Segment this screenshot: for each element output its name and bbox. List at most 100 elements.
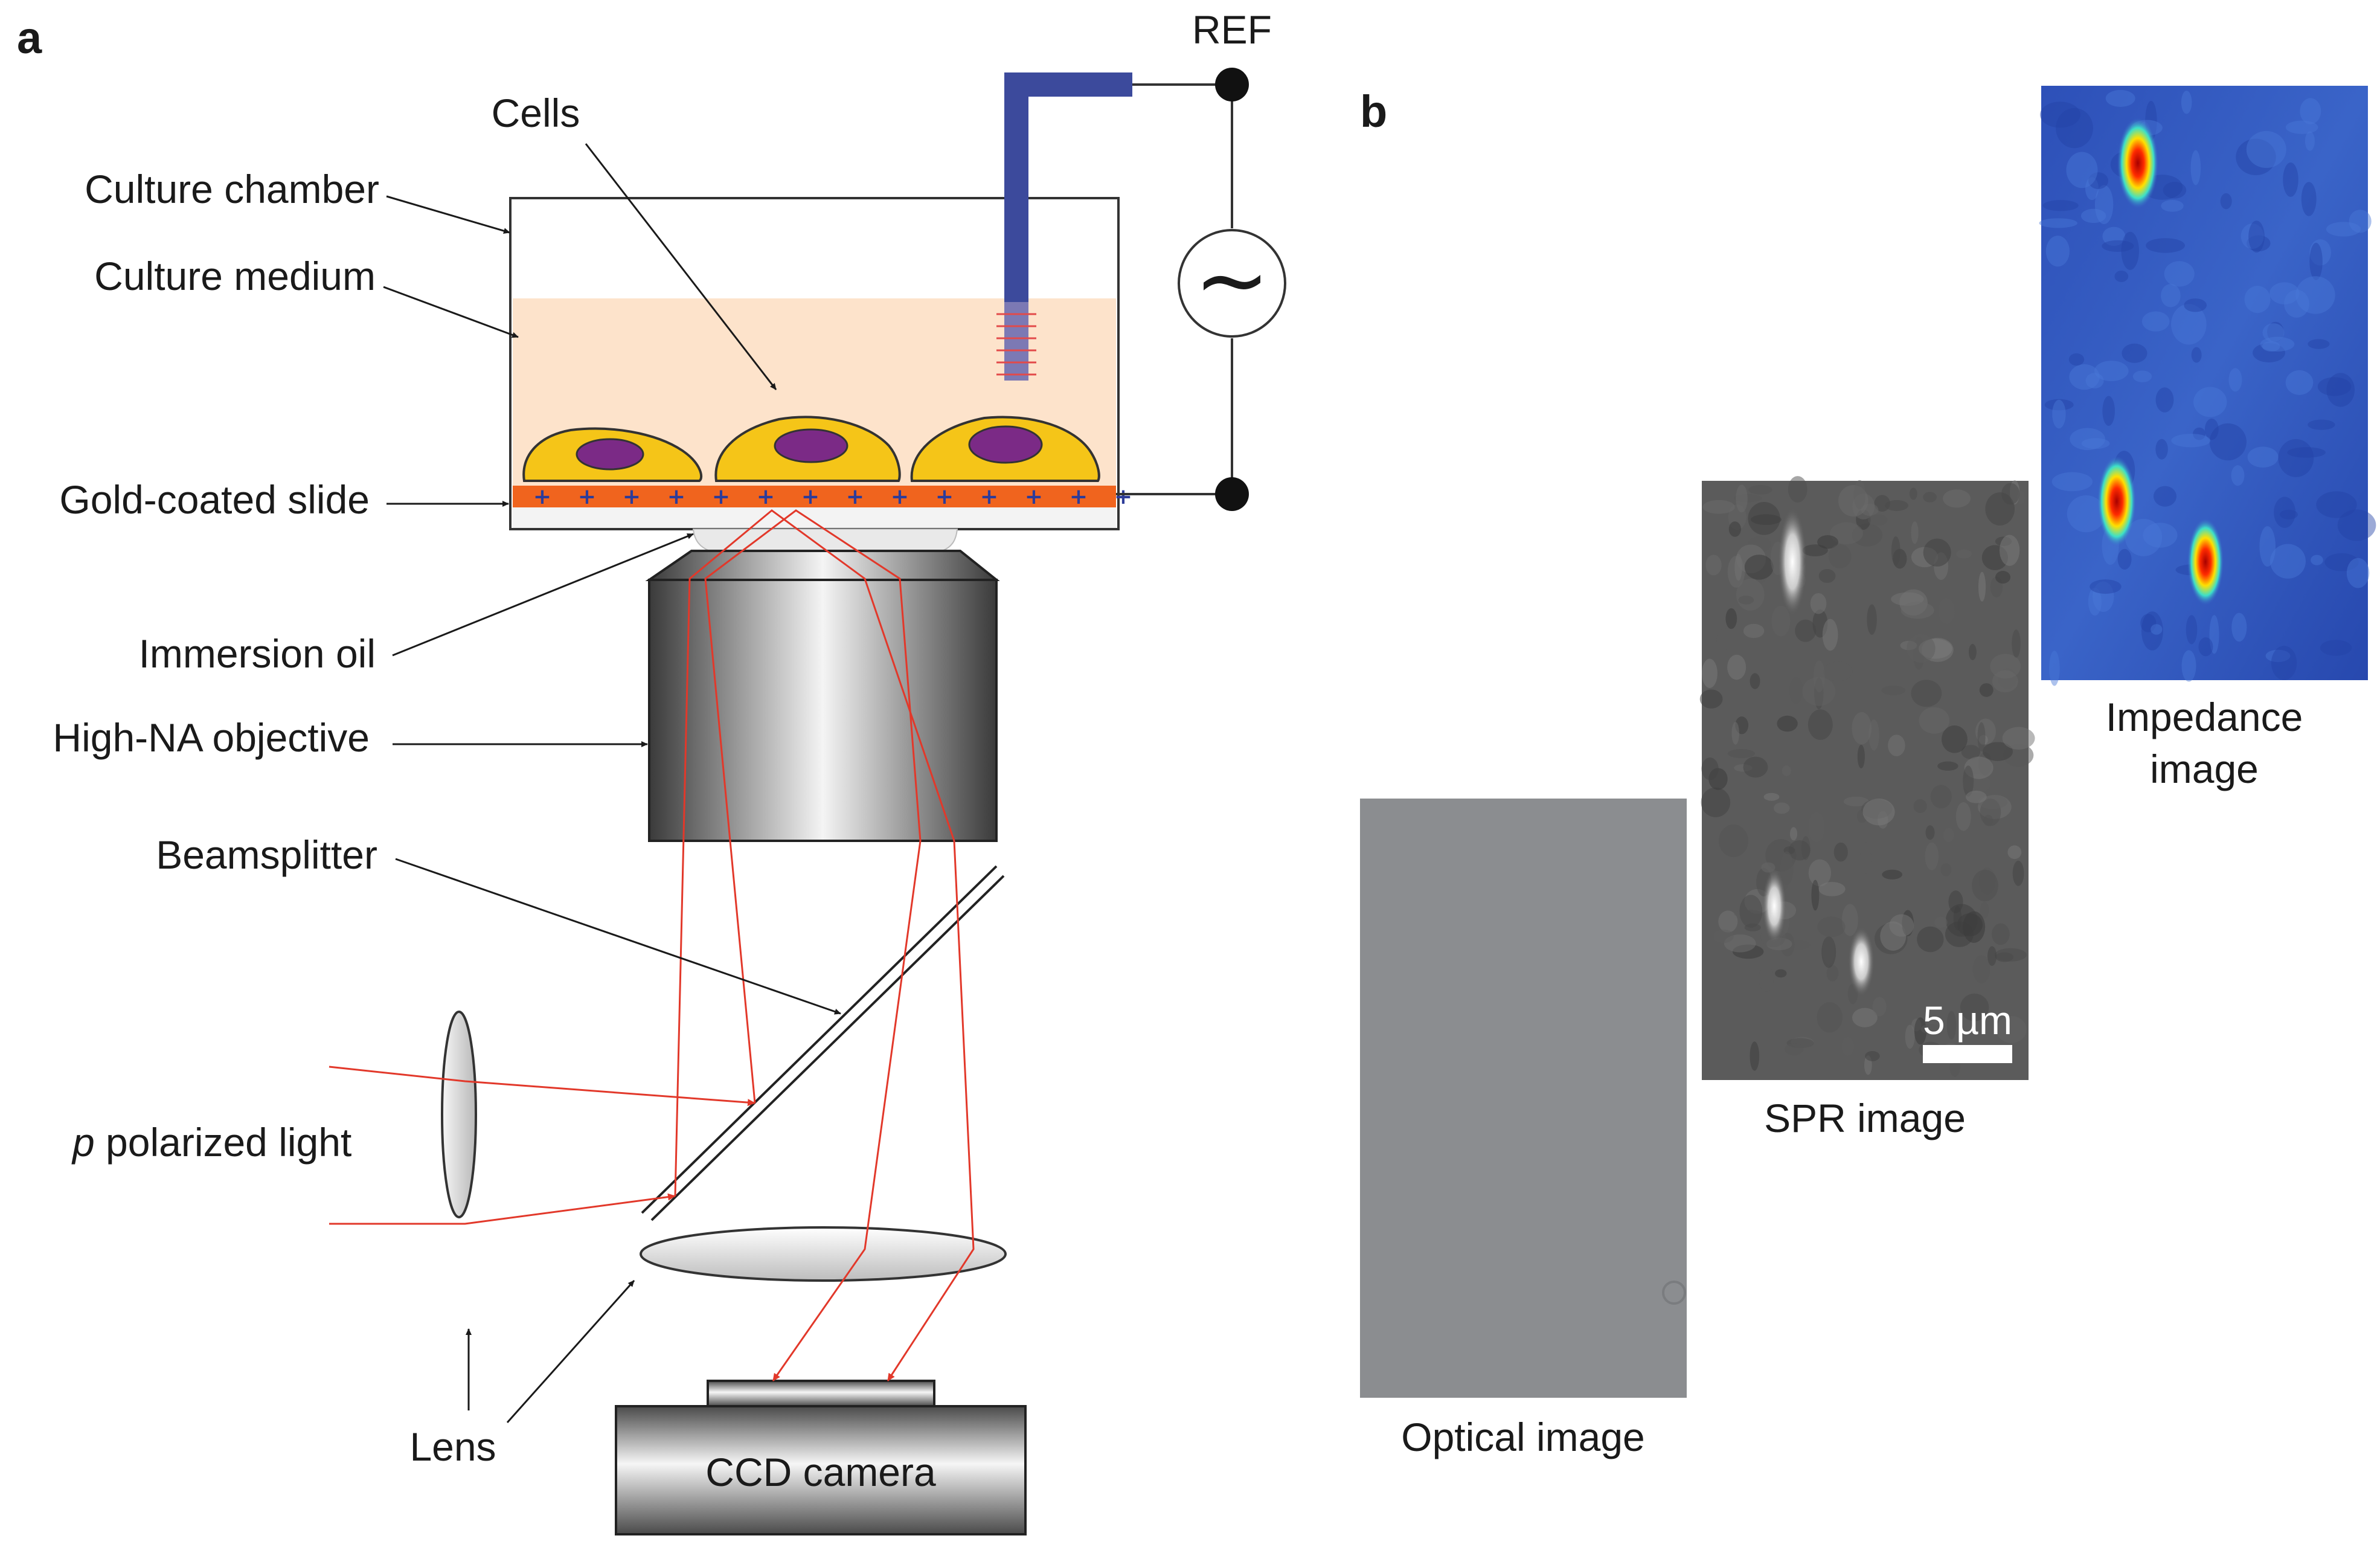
- spr-texture: [1808, 812, 1825, 843]
- spr-texture: [1992, 670, 2018, 693]
- spr-texture: [1938, 598, 1955, 624]
- impedance-texture: [2117, 548, 2132, 570]
- spr-texture: [1888, 735, 1905, 757]
- impedance-texture: [2122, 343, 2147, 363]
- spr-texture: [1802, 544, 1828, 556]
- impedance-texture: [2066, 152, 2098, 188]
- impedance-texture: [2287, 447, 2326, 458]
- impedance-texture: [2161, 200, 2184, 212]
- impedance-texture: [2164, 261, 2195, 287]
- immersion-oil-pointer: [392, 533, 694, 657]
- light-beams: [329, 509, 975, 1381]
- cells-pointer: [585, 143, 777, 390]
- spr-texture: [1905, 1024, 1915, 1049]
- spr-texture: [1833, 842, 1848, 862]
- spr-texture: [1882, 869, 1902, 879]
- plus-charge: +: [980, 484, 998, 509]
- spr-texture: [1979, 683, 1993, 697]
- impedance-texture: [2085, 373, 2104, 389]
- spr-texture: [1743, 623, 1765, 638]
- impedance-texture: [2260, 336, 2295, 352]
- impedance-texture: [2300, 98, 2321, 124]
- spr-texture: [1937, 761, 1958, 771]
- spr-texture: [1925, 842, 1939, 870]
- impedance-texture: [2246, 130, 2286, 169]
- cell-nucleus: [576, 438, 644, 471]
- impedance-texture: [2102, 396, 2115, 426]
- impedance-texture: [2228, 368, 2242, 392]
- spr-cell-spot: [1778, 507, 1807, 616]
- spr-texture: [1852, 712, 1872, 745]
- surface-charges: ++++++++++++++: [533, 484, 1132, 509]
- spr-texture: [1782, 765, 1791, 776]
- spr-texture: [1802, 677, 1836, 706]
- impedance-hotspot: [2117, 118, 2158, 208]
- glass-slide: [513, 507, 1116, 528]
- impedance-texture: [2045, 236, 2070, 267]
- spr-texture: [1865, 1050, 1880, 1061]
- ccd-camera-label: CCD camera: [705, 1450, 936, 1494]
- impedance-texture: [2259, 526, 2276, 567]
- impedance-texture: [2141, 611, 2163, 651]
- spr-texture: [1972, 869, 1998, 902]
- impedance-texture: [2309, 239, 2332, 266]
- lens-label: Lens: [409, 1424, 496, 1469]
- impedance-texture: [2285, 120, 2318, 134]
- plus-charge: +: [623, 484, 641, 509]
- impedance-texture: [2274, 497, 2296, 528]
- impedance-texture: [2244, 286, 2271, 313]
- impedance-texture: [2161, 284, 2181, 307]
- impedance-texture: [2209, 423, 2247, 461]
- spr-texture: [1748, 484, 1772, 495]
- spr-texture: [1828, 544, 1852, 569]
- plus-charge: +: [533, 484, 551, 509]
- spr-texture: [1987, 946, 1997, 966]
- reference-electrode: [996, 72, 1132, 381]
- impedance-texture: [2204, 418, 2219, 440]
- spr-texture: [1826, 965, 1839, 982]
- ref-terminal: [1215, 68, 1249, 101]
- immersion-oil: [692, 529, 958, 551]
- spr-texture: [1716, 628, 1737, 650]
- vertical-lens: [441, 1011, 477, 1218]
- spr-texture: [1788, 840, 1811, 861]
- slide-terminal: [1215, 477, 1249, 511]
- spr-texture: [1953, 905, 1962, 930]
- cells: [522, 416, 1100, 482]
- spr-texture: [1728, 521, 1741, 537]
- beamsplitter: [641, 865, 1005, 1221]
- spr-texture: [1911, 521, 1919, 544]
- impedance-texture: [2311, 555, 2323, 565]
- spr-texture: [1795, 619, 1817, 642]
- impedance-texture: [2190, 150, 2201, 185]
- impedance-texture: [2308, 419, 2335, 430]
- spr-texture: [1817, 1002, 1843, 1033]
- impedance-texture: [2253, 343, 2286, 363]
- spr-texture: [1992, 923, 2010, 945]
- impedance-texture: [2141, 311, 2170, 332]
- impedance-texture: [2039, 101, 2080, 128]
- impedance-texture: [2143, 522, 2178, 548]
- spr-texture: [1972, 955, 1990, 983]
- spr-texture: [2007, 845, 2022, 860]
- spr-texture: [1736, 484, 1748, 513]
- culture-medium-pointer: [383, 286, 519, 338]
- impedance-texture: [2283, 162, 2298, 197]
- impedance-texture: [2198, 637, 2213, 657]
- spr-texture: [1736, 579, 1765, 611]
- impedance-texture: [2069, 364, 2100, 390]
- impedance-texture: [2316, 491, 2357, 518]
- spr-texture: [1911, 680, 1942, 707]
- spr-texture: [1867, 604, 1877, 635]
- spr-texture: [1913, 799, 1927, 813]
- spr-texture: [1750, 673, 1760, 689]
- impedance-texture: [2184, 298, 2207, 312]
- impedance-texture: [2070, 428, 2105, 451]
- impedance-texture: [2278, 439, 2314, 477]
- spr-texture: [1777, 715, 1798, 732]
- spr-texture: [1900, 602, 1934, 619]
- spr-texture: [1743, 756, 1768, 778]
- impedance-texture: [2301, 182, 2317, 216]
- impedance-texture: [2193, 387, 2227, 417]
